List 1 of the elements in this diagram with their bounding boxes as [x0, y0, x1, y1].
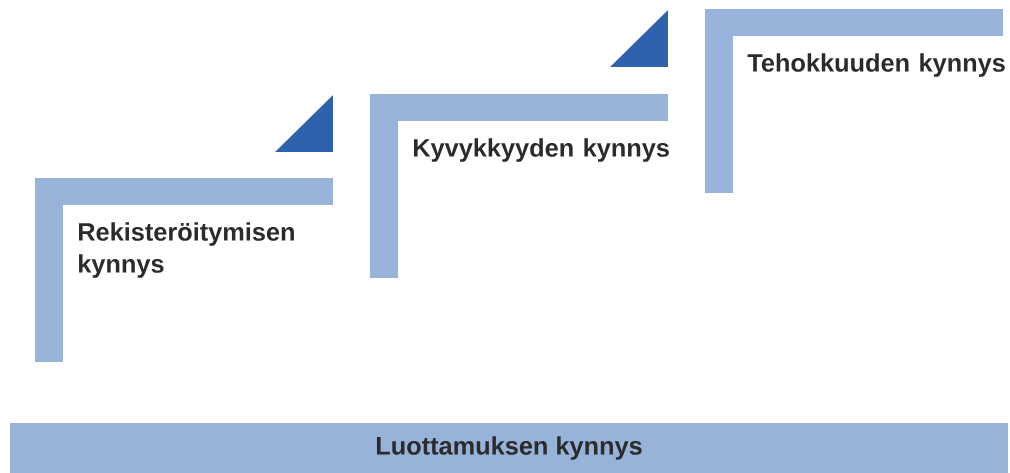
- base-bar: Luottamuksen kynnys: [10, 423, 1008, 473]
